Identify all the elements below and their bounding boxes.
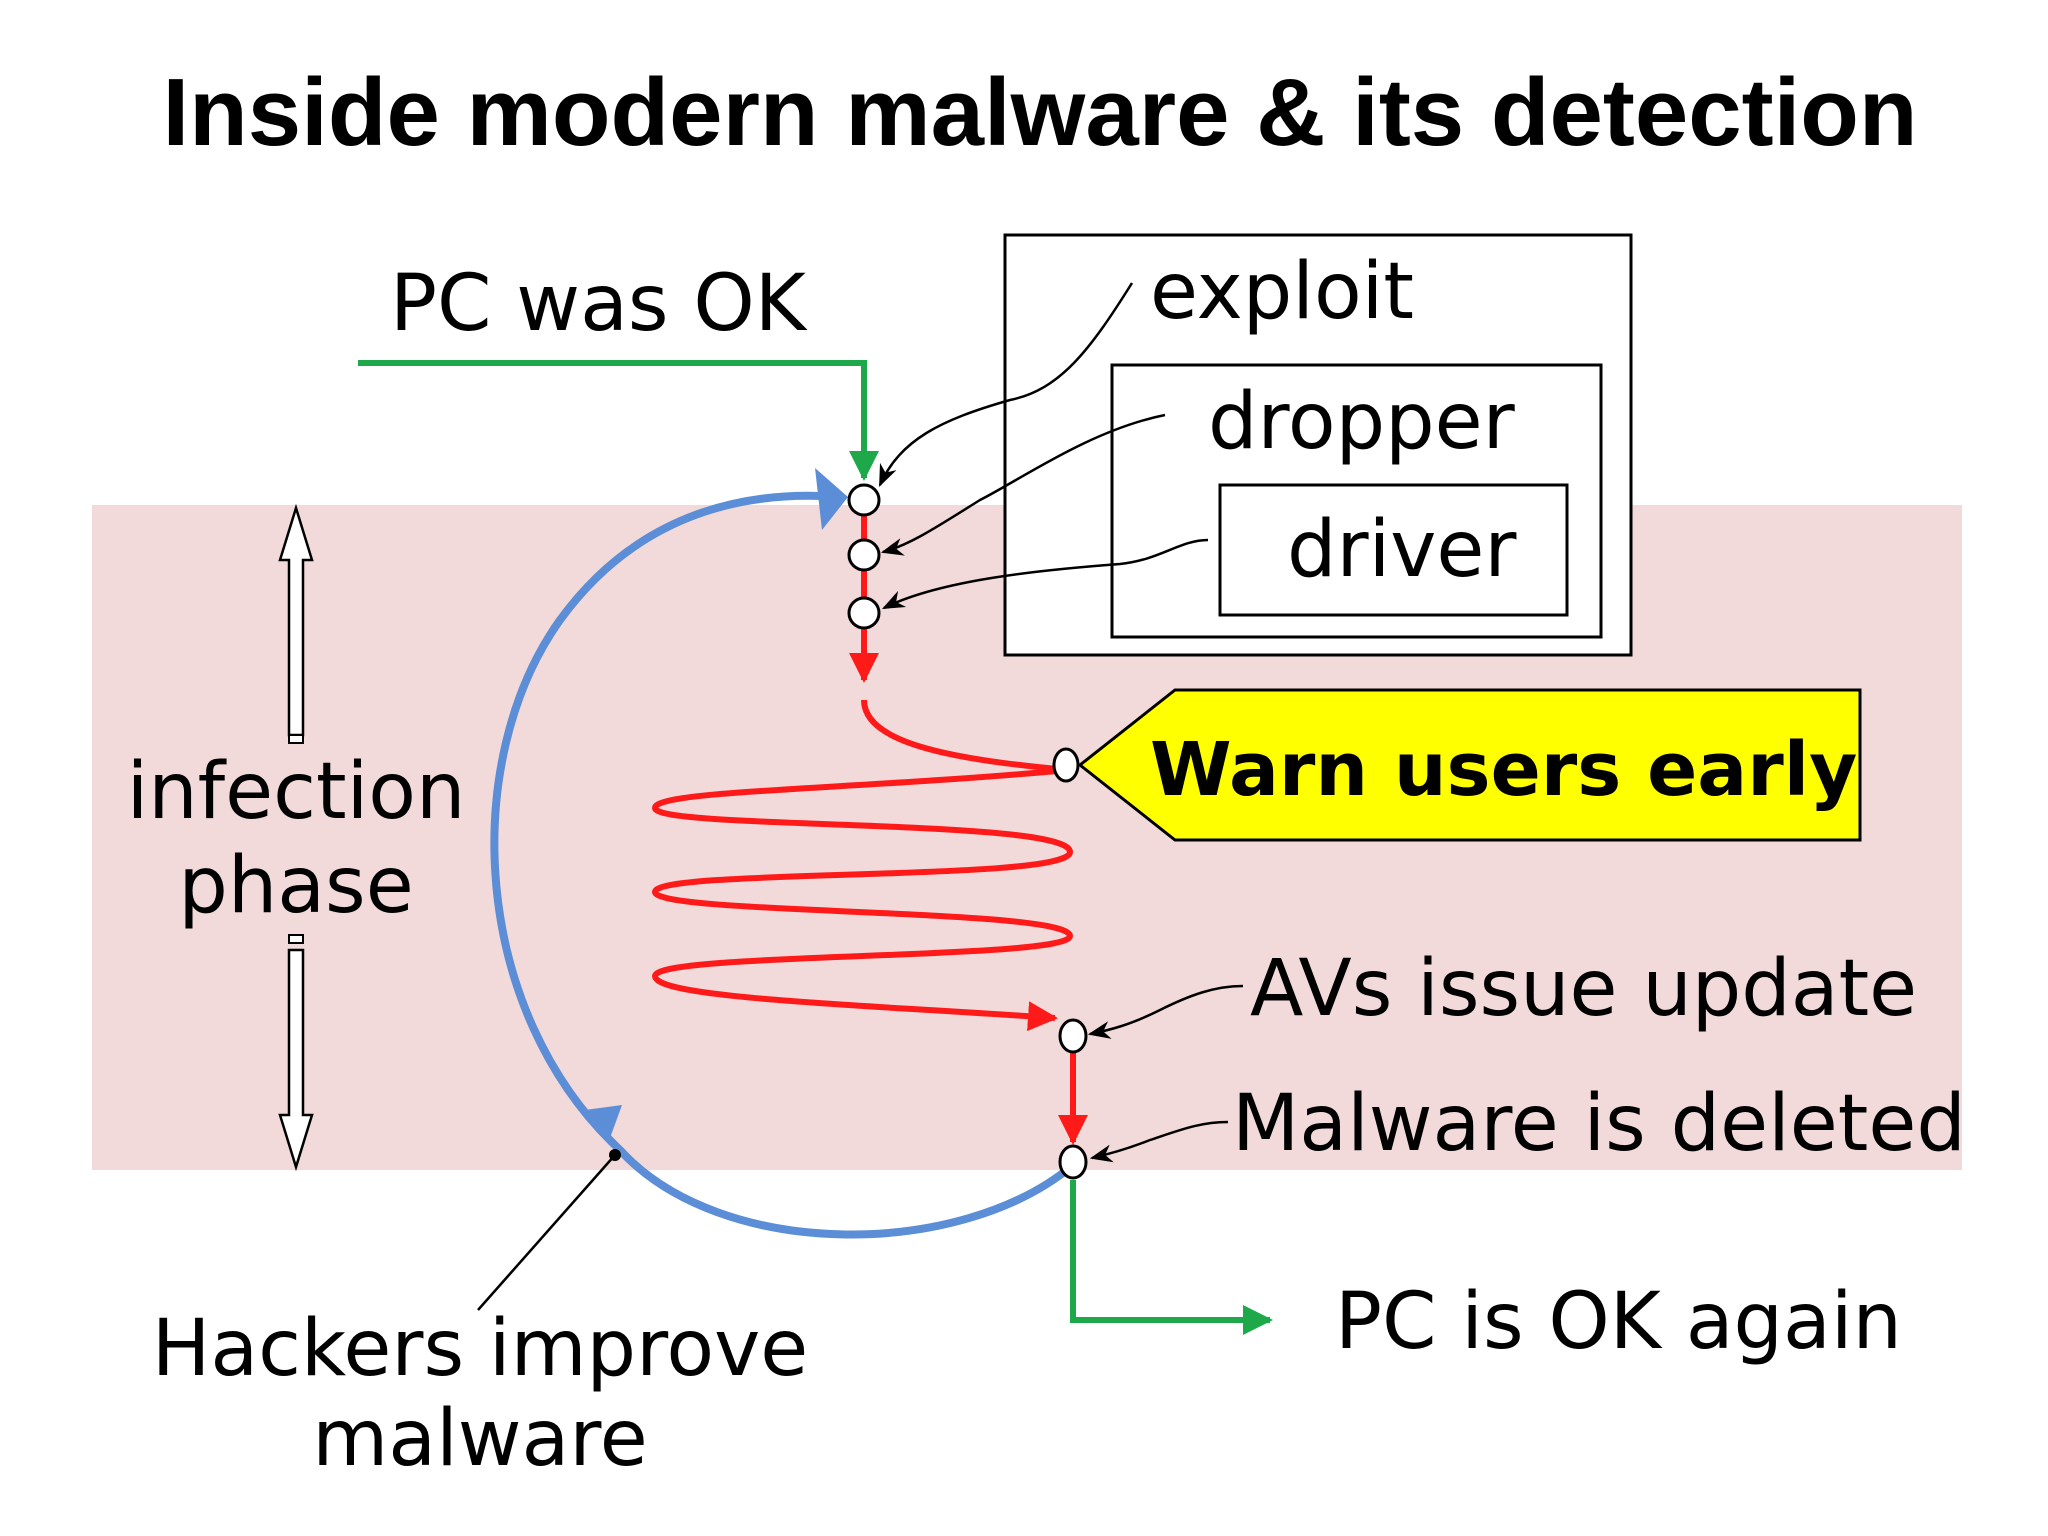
malware-is-deleted-label: Malware is deleted (1232, 1079, 1966, 1169)
hacker-improvement-loop (490, 491, 1076, 1239)
pc-ok-again-path (1070, 1180, 1273, 1335)
infection-phase-up-arrow (278, 503, 314, 744)
av-update-node (1058, 1018, 1088, 1054)
hacker-loop-arrowhead-bottom (585, 1105, 622, 1138)
pc-is-ok-again-label: PC is OK again (1335, 1277, 1902, 1367)
driver-pointer (881, 538, 1209, 610)
pc-was-ok-label: PC was OK (390, 259, 808, 349)
avs-issue-update-label: AVs issue update (1250, 944, 1917, 1034)
infection-phase-down-arrow (278, 934, 314, 1172)
dropper-label: dropper (1208, 377, 1516, 467)
driver-box (1218, 483, 1569, 617)
infection-phase-label-line1: infection (127, 747, 466, 837)
hackers-pointer (477, 1154, 616, 1311)
hackers-improve-label-line1: Hackers improve (152, 1304, 809, 1394)
hackers-improve-label-line2: malware (312, 1394, 647, 1484)
dropper-node (847, 538, 881, 572)
exploit-label: exploit (1150, 247, 1414, 337)
hackers-pointer-dot (609, 1149, 621, 1161)
warn-node (1052, 747, 1080, 783)
malware-deleted-pointer (1089, 1120, 1229, 1163)
driver-label: driver (1287, 505, 1517, 595)
exploit-node (847, 483, 881, 517)
malware-deleted-node (1058, 1144, 1088, 1180)
infection-phase-label-line2: phase (178, 841, 413, 931)
diagram-title: Inside modern malware & its detection (162, 59, 1917, 166)
warn-users-callout (1077, 688, 1862, 842)
exploit-pointer (878, 282, 1134, 488)
warn-users-label: Warn users early (1150, 727, 1857, 813)
dropper-pointer (880, 413, 1166, 556)
driver-node (847, 596, 881, 630)
pc-was-ok-path (358, 360, 879, 481)
hacker-loop-arrowhead-top (815, 468, 848, 530)
av-update-pointer (1087, 984, 1244, 1039)
infection-spiral (651, 699, 1074, 1032)
